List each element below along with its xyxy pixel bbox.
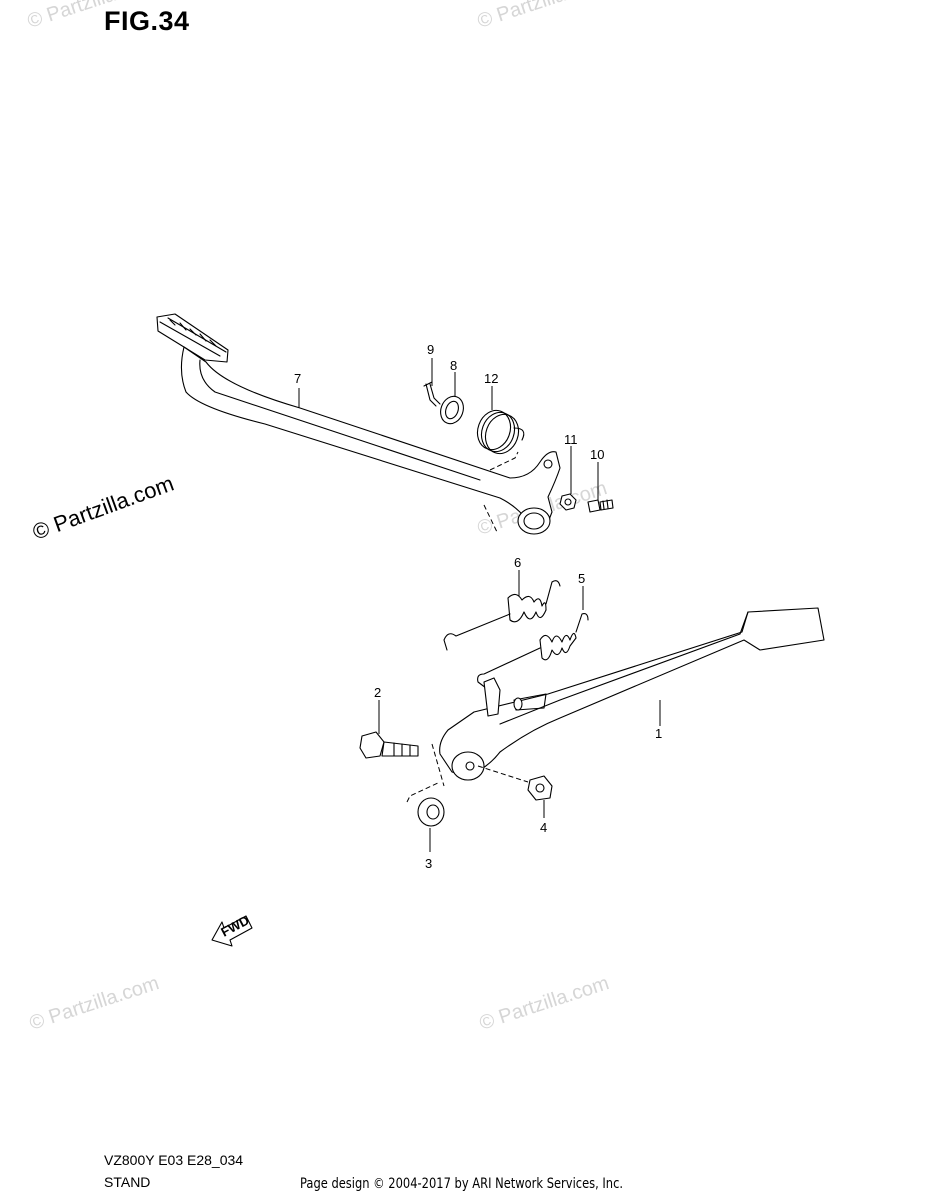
part-6-spring (443, 580, 561, 651)
callout-8: 8 (450, 358, 457, 373)
callout-3: 3 (425, 856, 432, 871)
callout-5: 5 (578, 571, 585, 586)
callout-1: 1 (655, 726, 662, 741)
callout-11: 11 (564, 432, 578, 447)
callout-7: 7 (294, 371, 301, 386)
callout-10: 10 (590, 447, 604, 462)
footer-model-code: VZ800Y E03 E28_034 (104, 1152, 244, 1168)
callout-4: 4 (540, 820, 547, 835)
watermark-left-dark: © Partzilla.com (29, 471, 177, 545)
callout-12: 12 (484, 371, 498, 386)
figure-title: FIG.34 (104, 6, 190, 36)
watermark-top-center: © Partzilla.com (475, 0, 610, 33)
watermark-bottom-right: © Partzilla.com (477, 972, 612, 1035)
part-9-cotter-pin (423, 381, 441, 407)
watermark-top-left: © Partzilla.com (25, 0, 160, 33)
callout-labels: 7 9 8 12 11 10 6 5 2 1 4 3 (294, 342, 662, 871)
part-11-nut (559, 493, 577, 511)
footer-copyright: Page design © 2004-2017 by ARI Network S… (300, 1176, 624, 1192)
fwd-arrow-icon: FWD (211, 913, 253, 947)
callout-6: 6 (514, 555, 521, 570)
callout-2: 2 (374, 685, 381, 700)
leader-lines (298, 358, 661, 852)
watermark-bottom-left: © Partzilla.com (27, 972, 162, 1035)
part-3-washer (417, 797, 445, 827)
part-1-side-stand (406, 607, 825, 803)
footer-section-name: STAND (104, 1174, 151, 1190)
part-12-spring (476, 409, 525, 455)
callout-9: 9 (427, 342, 434, 357)
part-4-nut (527, 775, 553, 801)
part-2-bolt (359, 731, 419, 759)
part-8-washer (440, 395, 464, 425)
part-5-spring (477, 613, 589, 689)
part-10-bolt (587, 499, 614, 513)
part-7-brake-pedal (156, 313, 561, 535)
